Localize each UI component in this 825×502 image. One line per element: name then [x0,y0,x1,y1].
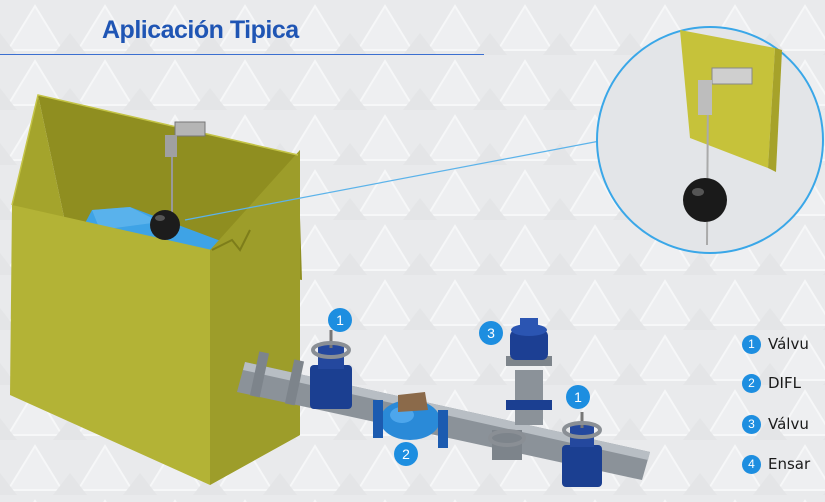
piping-assembly [237,318,650,487]
legend-item-3: 3 Válvu [742,412,809,436]
gate-valve-3 [562,412,602,487]
badge-2: 2 [394,442,418,466]
legend-item-2: 2 DIFL [742,371,801,395]
badge-3: 3 [479,321,503,345]
gate-valve-2 [488,429,526,460]
float-ball [150,210,180,240]
badge-2-label: 2 [402,446,410,462]
legend: 1 Válvu 2 DIFL 3 Válvu 4 Ensar [742,328,825,478]
float-bracket [174,121,206,137]
legend-item-1: 1 Válvu [742,332,809,356]
gate-valve-1 [310,330,352,409]
legend-number-2: 2 [742,373,761,393]
legend-number-1: 1 [742,334,761,354]
legend-text-3: Válvu [768,415,809,433]
badge-1-right: 1 [566,385,590,409]
title-underline [0,54,484,55]
callout-line [184,139,606,221]
badge-1-left: 1 [328,308,352,332]
legend-item-4: 4 Ensar [742,452,810,476]
tank [10,94,302,485]
badge-1-right-label: 1 [574,389,582,405]
legend-text-2: DIFL [768,374,801,392]
legend-number-3: 3 [742,414,761,434]
badge-3-label: 3 [487,325,495,341]
legend-number-4: 4 [742,454,761,474]
page-title: Aplicación Tipica [102,16,299,44]
badge-1-left-label: 1 [336,312,344,328]
legend-text-4: Ensar [768,455,811,473]
difl-valve [373,392,448,448]
air-valve-riser [506,318,552,425]
detail-magnifier [596,26,824,254]
legend-text-1: Válvu [768,335,809,353]
